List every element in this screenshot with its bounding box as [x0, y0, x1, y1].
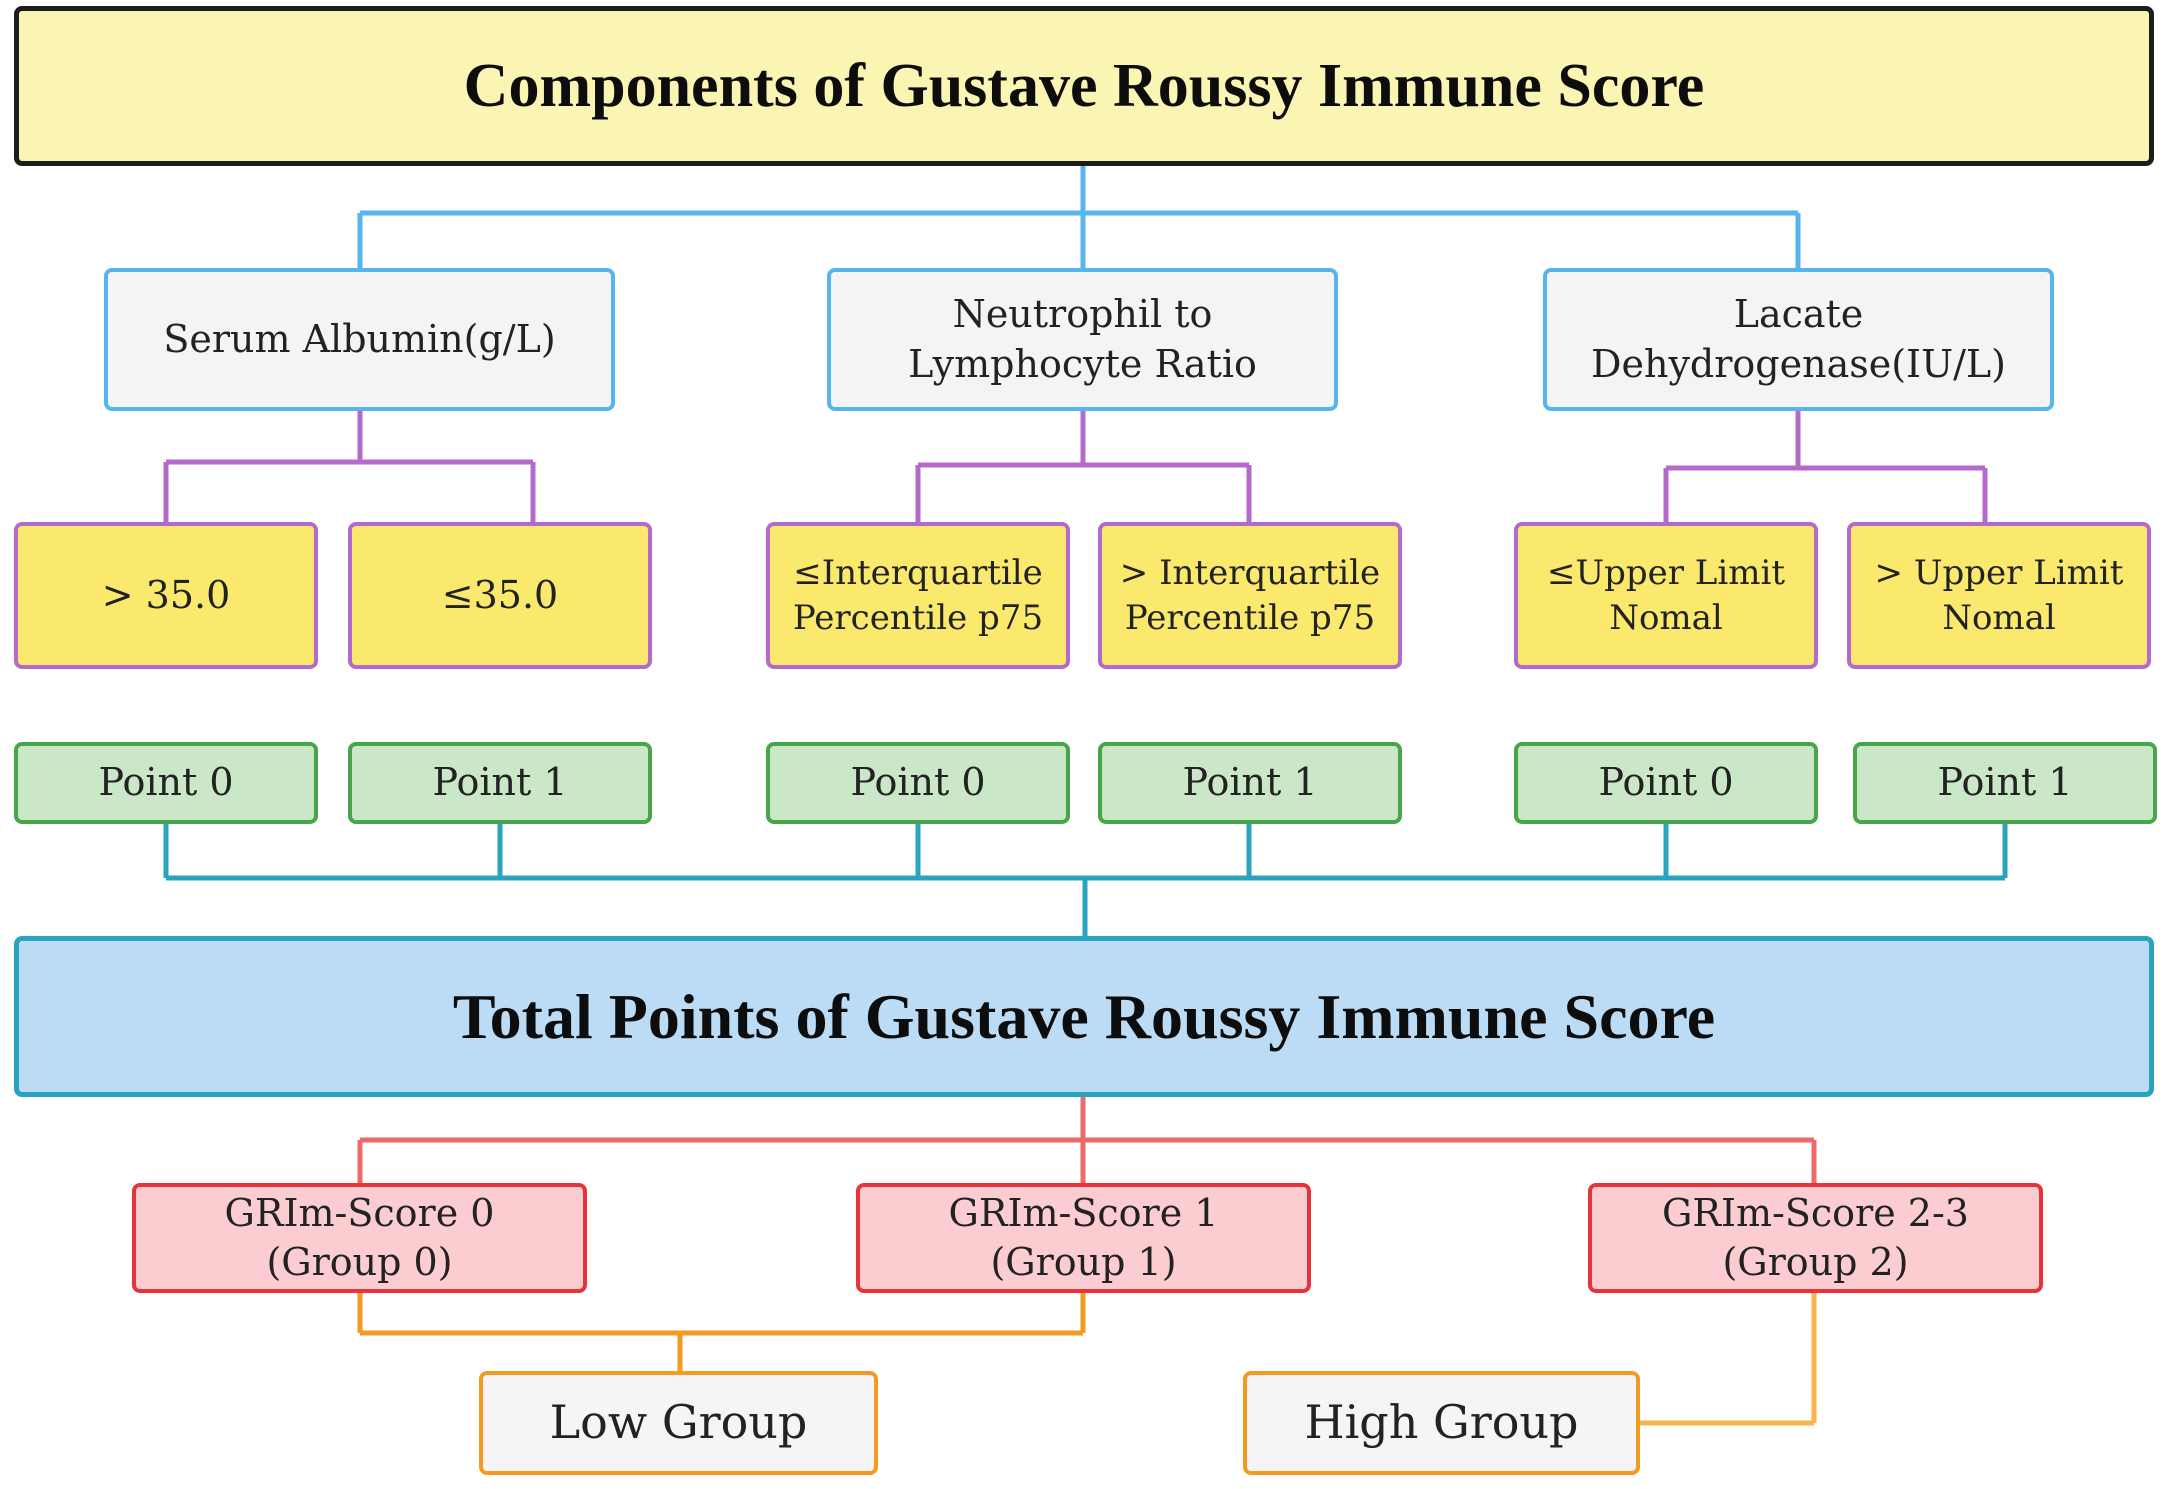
connector-title-to-components	[357, 165, 1801, 268]
grim-label-line: (Group 0)	[266, 1240, 453, 1284]
point-label: Point 1	[1937, 760, 2073, 805]
point-albumin-low: Point 1	[348, 742, 652, 824]
total-text: Total Points of Gustave Roussy Immune Sc…	[452, 980, 1716, 1052]
connector-albumin-to-conditions	[163, 410, 536, 522]
point-label: Point 1	[432, 760, 568, 805]
component-label-line: Lacate	[1733, 292, 1864, 337]
title-text: Components of Gustave Roussy Immune Scor…	[463, 51, 1705, 120]
condition-albumin-low: ≤35.0	[348, 522, 652, 669]
point-nlr-high: Point 1	[1098, 742, 1402, 824]
title-box: Components of Gustave Roussy Immune Scor…	[14, 6, 2154, 166]
condition-label-line: > Interquartile	[1119, 553, 1381, 594]
connector-total-to-grim	[357, 1097, 1817, 1183]
component-label-line: Neutrophil to	[952, 292, 1213, 337]
condition-albumin-high: > 35.0	[14, 522, 318, 669]
grim-score-2-3: GRIm-Score 2-3 (Group 2)	[1588, 1183, 2043, 1293]
point-label: Point 0	[98, 760, 234, 805]
condition-label-line: Percentile p75	[1124, 597, 1376, 638]
grim-score-1: GRIm-Score 1 (Group 1)	[856, 1183, 1311, 1293]
connector-ldh-to-conditions	[1663, 410, 1988, 522]
condition-label-line: ≤Interquartile	[793, 553, 1043, 594]
grim-label-line: GRIm-Score 1	[948, 1190, 1219, 1235]
connector-points-to-total	[163, 822, 2008, 936]
grim-label-line: (Group 1)	[990, 1240, 1177, 1284]
grim-label-line: (Group 2)	[1722, 1240, 1909, 1284]
connector-grim-to-low-group	[357, 1292, 1086, 1371]
point-ldh-high: Point 1	[1853, 742, 2157, 824]
connector-grim-to-high-group	[1638, 1292, 1817, 1426]
grim-score-0: GRIm-Score 0 (Group 0)	[132, 1183, 587, 1293]
component-label-line: Lymphocyte Ratio	[908, 341, 1257, 386]
condition-label-line: ≤35.0	[441, 572, 559, 617]
point-label: Point 1	[1182, 760, 1318, 805]
component-label-line: Dehydrogenase(IU/L)	[1591, 341, 2006, 386]
condition-nlr-low: ≤Interquartile Percentile p75	[766, 522, 1070, 669]
total-points-box: Total Points of Gustave Roussy Immune Sc…	[14, 936, 2154, 1097]
point-label: Point 0	[1598, 760, 1734, 805]
condition-label-line: > Upper Limit	[1874, 553, 2124, 594]
condition-nlr-high: > Interquartile Percentile p75	[1098, 522, 1402, 669]
low-group-box: Low Group	[479, 1371, 878, 1475]
condition-label-line: Nomal	[1942, 597, 2056, 638]
condition-label-line: Nomal	[1609, 597, 1723, 638]
connector-nlr-to-conditions	[915, 410, 1252, 522]
component-label-line: Serum Albumin(g/L)	[163, 316, 556, 361]
condition-label-line: ≤Upper Limit	[1546, 553, 1786, 594]
condition-ldh-low: ≤Upper Limit Nomal	[1514, 522, 1818, 669]
point-nlr-low: Point 0	[766, 742, 1070, 824]
point-ldh-low: Point 0	[1514, 742, 1818, 824]
group-label: Low Group	[549, 1395, 808, 1450]
point-label: Point 0	[850, 760, 986, 805]
grim-label-line: GRIm-Score 0	[224, 1190, 495, 1235]
grim-label-line: GRIm-Score 2-3	[1662, 1190, 1969, 1235]
component-lactate-dehydrogenase: Lacate Dehydrogenase(IU/L)	[1543, 268, 2054, 411]
component-serum-albumin: Serum Albumin(g/L)	[104, 268, 615, 411]
point-albumin-high: Point 0	[14, 742, 318, 824]
component-neutrophil-lymphocyte-ratio: Neutrophil to Lymphocyte Ratio	[827, 268, 1338, 411]
condition-label-line: > 35.0	[101, 572, 231, 617]
group-label: High Group	[1304, 1395, 1579, 1450]
condition-ldh-high: > Upper Limit Nomal	[1847, 522, 2151, 669]
high-group-box: High Group	[1243, 1371, 1640, 1475]
condition-label-line: Percentile p75	[792, 597, 1044, 638]
